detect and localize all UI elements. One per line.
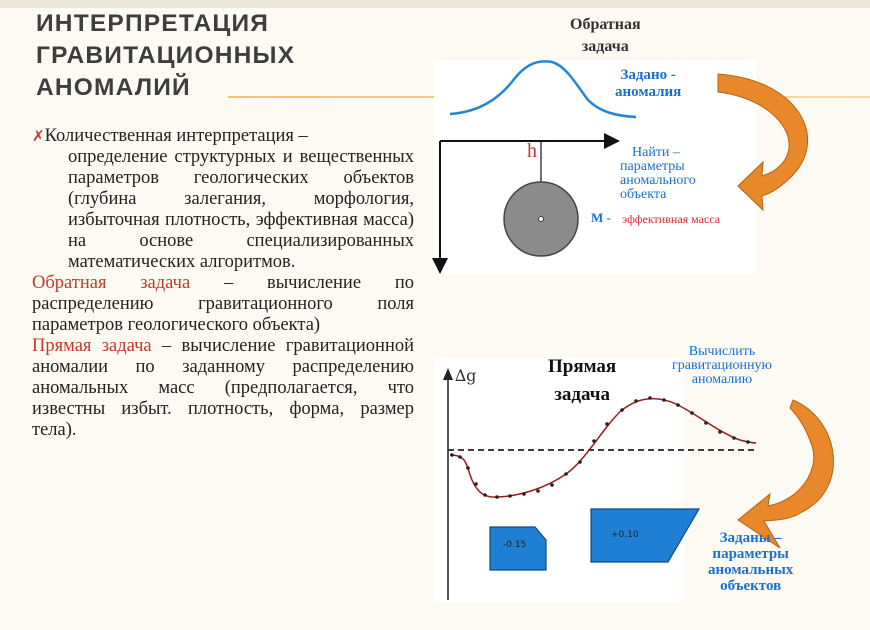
body-density-positive-label: +0.10 bbox=[611, 530, 639, 540]
find-line-2: параметры bbox=[620, 159, 685, 174]
curved-arrow-top-icon bbox=[717, 73, 808, 212]
given-anomaly-line-1: Задано - bbox=[620, 67, 676, 83]
bullet-definition: определение структурных и вещественных п… bbox=[68, 147, 414, 272]
compute-anomaly-label: Вычислить гравитационную аномалию bbox=[672, 345, 772, 387]
title-line-2: ГРАВИТАЦИОННЫХ bbox=[36, 42, 296, 69]
compute-line-1: Вычислить bbox=[688, 344, 756, 359]
decorative-top-band bbox=[0, 0, 870, 8]
given-objects-label: Заданы – параметры аномальных объектов bbox=[708, 530, 793, 594]
gravity-curve-points bbox=[450, 396, 750, 499]
direct-problem-term: Прямая задача bbox=[32, 336, 152, 356]
inverse-problem-text: – вычисление по распределению гравитацио… bbox=[32, 273, 414, 335]
slide-title: ИНТЕРПРЕТАЦИЯ ГРАВИТАЦИОННЫХ АНОМАЛИЙ bbox=[36, 8, 431, 104]
given-anomaly-label: Задано - аномалия bbox=[615, 67, 681, 101]
given-anomaly-line-2: аномалия bbox=[615, 84, 682, 100]
find-line-1: Найти – bbox=[632, 145, 680, 160]
direct-heading-line-1: Прямая bbox=[548, 356, 617, 377]
x-bullet-icon: ✗ bbox=[32, 127, 45, 145]
sphere-center-point bbox=[538, 216, 544, 222]
direct-problem-text: – вычисление гравитационной аномалии по … bbox=[32, 336, 415, 440]
delta-g-axis-label: ∆g bbox=[455, 366, 477, 385]
title-line-1: ИНТЕРПРЕТАЦИЯ bbox=[36, 10, 270, 37]
graph-y-axis-arrow-icon bbox=[443, 368, 453, 380]
find-parameters-label: Найти – параметры аномального объекта bbox=[620, 146, 696, 202]
title-line-3: АНОМАЛИЙ bbox=[36, 74, 191, 101]
given-objects-line-4: объектов bbox=[720, 578, 782, 594]
slide-body: ✗Количественная интерпретация – определе… bbox=[32, 126, 414, 441]
body-density-negative-label: -0.15 bbox=[503, 540, 527, 550]
find-line-3: аномального bbox=[620, 173, 696, 188]
gravity-anomaly-curve bbox=[449, 397, 757, 498]
find-line-4: объекта bbox=[620, 187, 667, 202]
anomalous-body-positive bbox=[590, 508, 701, 563]
given-objects-line-3: аномальных bbox=[708, 562, 794, 578]
direct-problem-paragraph: Прямая задача – вычисление гравитационно… bbox=[32, 336, 414, 441]
anomalous-body-negative bbox=[489, 526, 547, 571]
effective-mass-label: эффективная масса bbox=[622, 212, 721, 226]
curved-arrow-bottom-icon bbox=[737, 399, 834, 549]
given-objects-line-1: Заданы – bbox=[719, 530, 782, 546]
anomaly-curve bbox=[449, 60, 637, 119]
inverse-problem-term: Обратная задача bbox=[32, 273, 191, 293]
depth-h-label: h bbox=[527, 140, 537, 162]
compute-line-3: аномалию bbox=[691, 372, 753, 387]
inverse-heading-line-1: Обратная bbox=[570, 16, 641, 33]
inverse-problem-paragraph: Обратная задача – вычисление по распреде… bbox=[32, 273, 414, 336]
mass-prefix-label: M - bbox=[591, 210, 611, 225]
given-objects-line-2: параметры bbox=[712, 546, 789, 562]
inverse-problem-heading: Обратная задача bbox=[570, 14, 641, 58]
inverse-problem-panel bbox=[434, 60, 756, 274]
inverse-heading-line-2: задача bbox=[581, 38, 629, 55]
direct-heading-line-2: задача bbox=[554, 384, 610, 405]
bullet-item: ✗Количественная интерпретация – bbox=[32, 126, 414, 147]
compute-line-2: гравитационную bbox=[672, 358, 772, 373]
bullet-first-line: Количественная интерпретация – bbox=[44, 126, 308, 146]
direct-problem-heading: Прямая задача bbox=[548, 353, 616, 409]
